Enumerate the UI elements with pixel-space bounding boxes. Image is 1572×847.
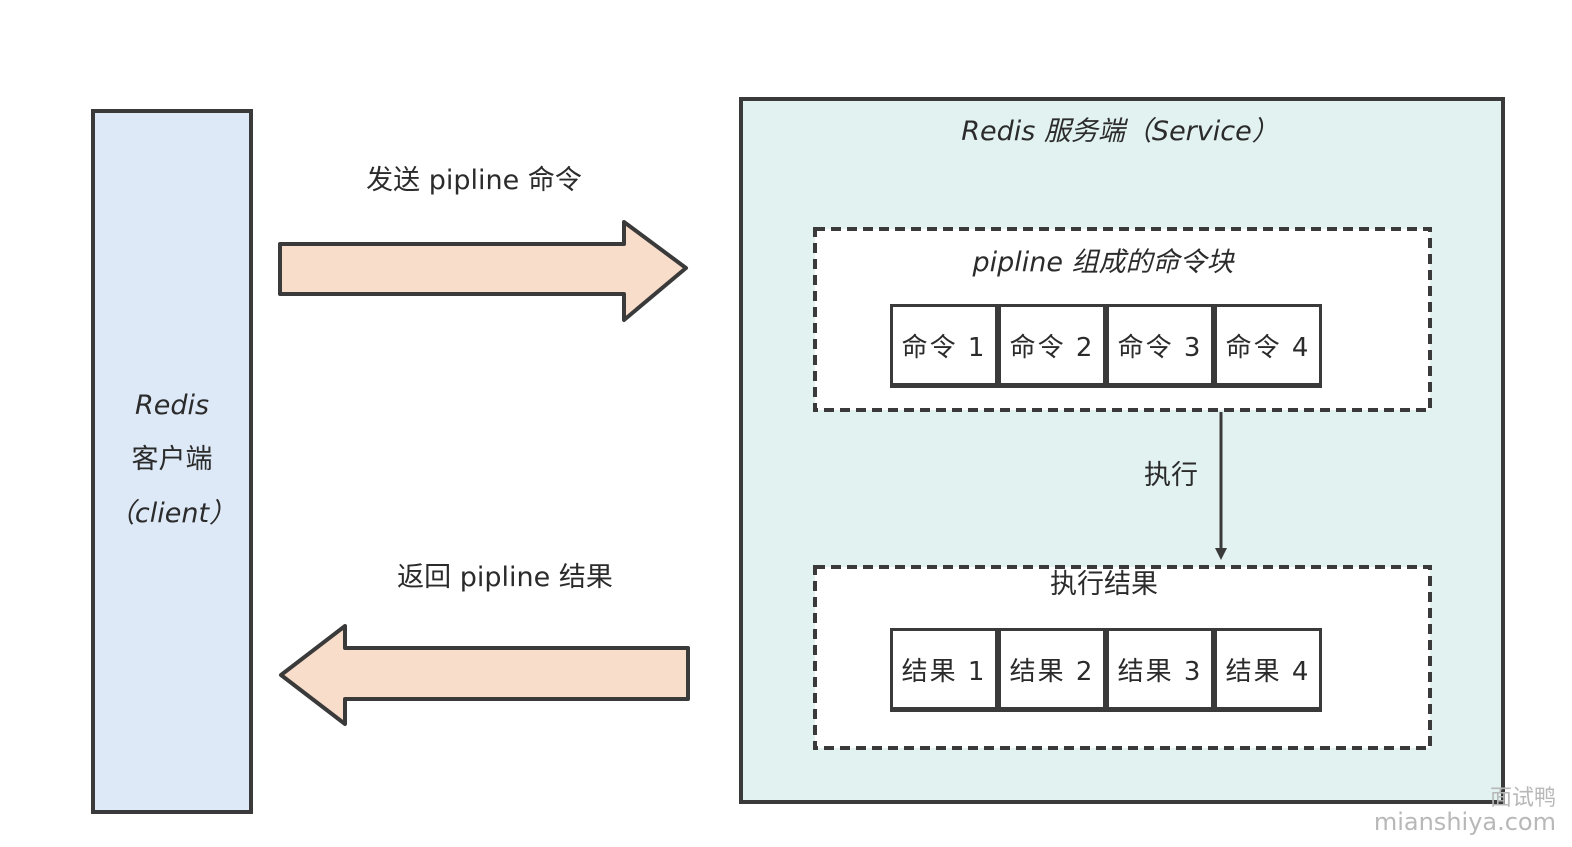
watermark-site-name: 面试鸭 <box>1489 786 1556 811</box>
command-block-title: pipline 组成的命令块 <box>972 247 1234 278</box>
result-block-title: 执行结果 <box>1050 569 1158 600</box>
watermark-site-url: mianshiya.com <box>1373 808 1556 836</box>
return-arrow-label: 返回 pipline 结果 <box>397 562 613 593</box>
server-title: Redis 服务端（Service） <box>961 116 1279 147</box>
execute-arrow-label: 执行 <box>1144 460 1198 491</box>
send-arrow <box>278 220 688 322</box>
command-item-1: 命令 1 <box>890 304 998 388</box>
client-label-role: 客户端 <box>131 444 213 475</box>
client-label-client: （client） <box>107 498 237 529</box>
command-item-4: 命令 4 <box>1214 304 1322 388</box>
send-arrow-label: 发送 pipline 命令 <box>366 165 582 196</box>
result-item-2: 结果 2 <box>998 628 1106 712</box>
result-item-3: 结果 3 <box>1106 628 1214 712</box>
result-item-1: 结果 1 <box>890 628 998 712</box>
client-box <box>91 109 253 814</box>
return-arrow <box>279 624 690 726</box>
result-item-4: 结果 4 <box>1214 628 1322 712</box>
command-item-3: 命令 3 <box>1106 304 1214 388</box>
client-label-redis: Redis <box>134 390 210 421</box>
command-item-2: 命令 2 <box>998 304 1106 388</box>
